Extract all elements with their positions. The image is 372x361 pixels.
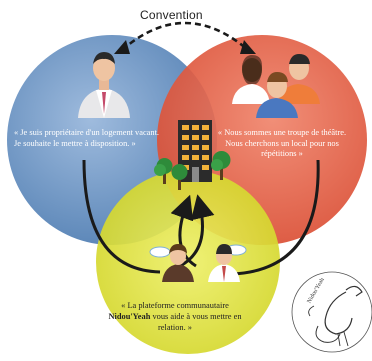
platform-to-building-left-arrow xyxy=(170,194,197,268)
tree-icon xyxy=(154,151,231,190)
owner-quote: « Je suis propriétaire d'un logement vac… xyxy=(14,128,160,148)
platform-people-icon xyxy=(149,244,247,282)
owner-to-platform-arrow xyxy=(82,159,161,274)
platform-quote-after: vous aide à vous mettre en relation. » xyxy=(152,312,242,332)
platform-quote: « La plateforme communautaire Nidou'Yeah… xyxy=(100,300,250,333)
convention-label: Convention xyxy=(140,8,203,22)
convention-arc xyxy=(121,21,249,51)
platform-quote-before: « La plateforme communautaire xyxy=(121,301,229,310)
nidouyeah-logo: Nidou'Yeah xyxy=(291,271,372,353)
troupe-people-icon xyxy=(232,54,320,118)
troupe-quote: « Nous sommes une troupe de théâtre. Nou… xyxy=(217,128,347,159)
owner-person-icon xyxy=(78,52,130,118)
platform-to-building-right-arrow xyxy=(179,194,215,268)
convention-arrow-left-icon xyxy=(114,40,130,54)
platform-name: Nidou'Yeah xyxy=(108,312,151,321)
convention-arrow-right-icon xyxy=(240,40,256,54)
troupe-to-platform-arrow xyxy=(231,159,320,276)
